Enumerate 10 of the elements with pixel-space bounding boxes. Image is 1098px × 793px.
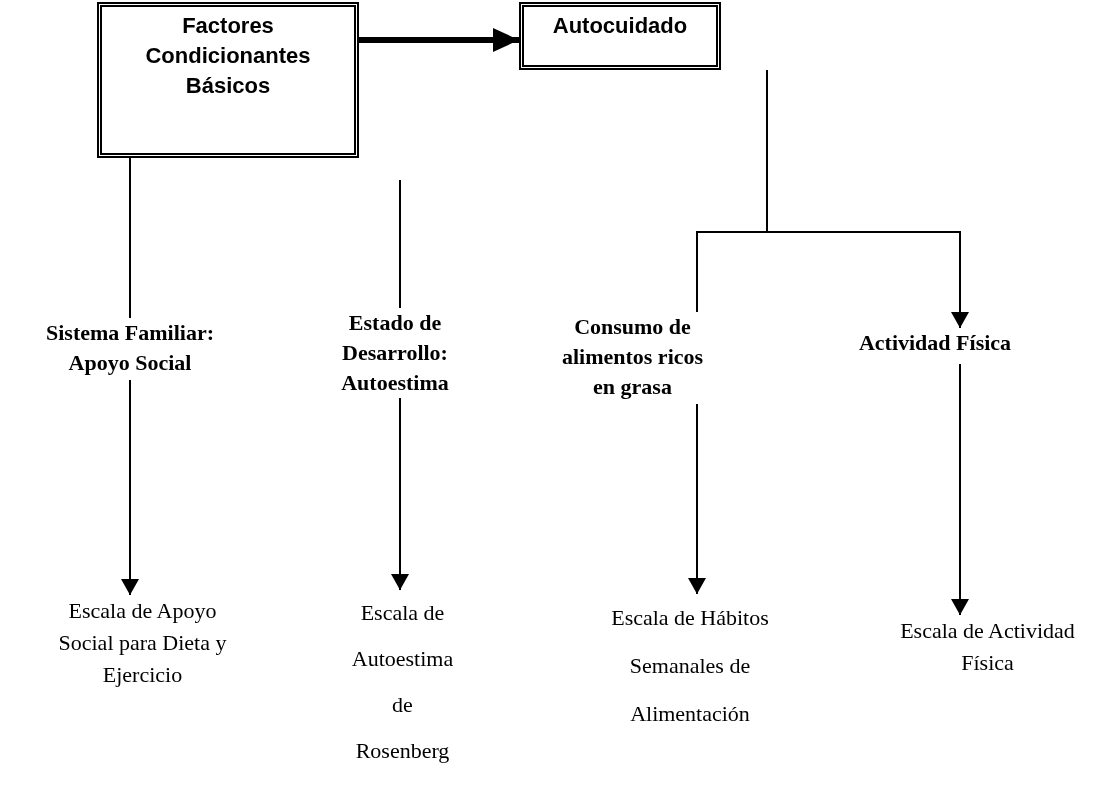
concept-box <box>519 2 721 70</box>
connector-line <box>399 179 401 309</box>
arrow <box>391 397 409 591</box>
arrow <box>121 379 139 596</box>
connector-line <box>129 157 131 319</box>
arrow <box>766 69 969 329</box>
arrow <box>951 363 969 616</box>
arrow <box>359 28 519 52</box>
concept-box <box>97 2 359 158</box>
arrow <box>688 403 706 595</box>
